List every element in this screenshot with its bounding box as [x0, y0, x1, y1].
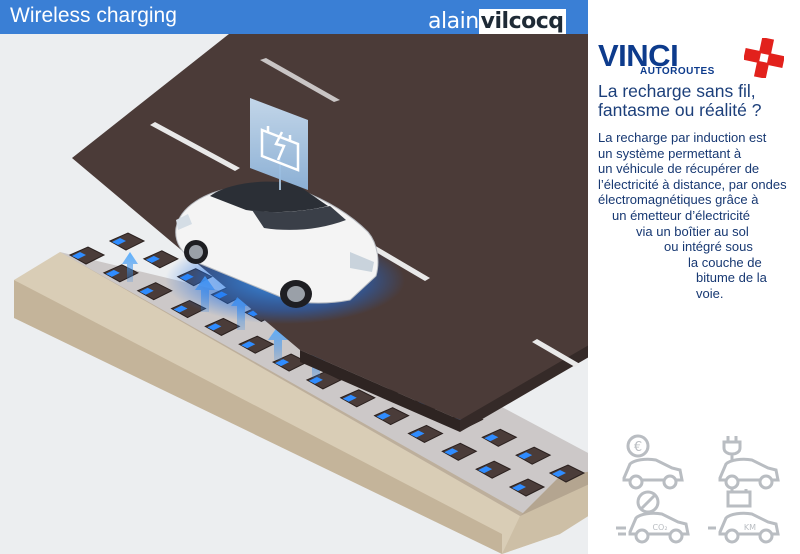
- body-line: électromagnétiques grâce à: [598, 192, 759, 208]
- charging-pad: [373, 407, 410, 426]
- charging-sign: [250, 98, 308, 190]
- electric-car: [175, 181, 379, 308]
- plug-car-icon: [718, 436, 780, 490]
- credit-name: vilcocq: [478, 9, 566, 34]
- co2-car-icon: CO₂: [616, 490, 690, 544]
- charging-pad: [339, 389, 376, 408]
- charging-pad: [515, 446, 552, 465]
- charging-pad: [238, 335, 275, 354]
- charging-pad: [548, 464, 586, 483]
- body-line: l’électricité à distance, par ondes: [598, 176, 787, 192]
- charging-pad: [475, 460, 512, 479]
- euro-car-icon: €: [622, 434, 684, 490]
- benefit-icons: € CO₂ KM: [616, 434, 780, 544]
- charging-pad: [136, 282, 173, 301]
- panel-body: La recharge par induction est un système…: [588, 130, 798, 302]
- body-line: un système permettant à: [598, 145, 742, 161]
- charging-pad: [508, 478, 546, 497]
- credit-prefix: alain: [428, 9, 479, 34]
- body-line: bitume de la: [696, 270, 767, 286]
- body-line: la couche de: [688, 254, 762, 270]
- logo-word: VINCI: [598, 38, 679, 73]
- charging-pad: [441, 442, 478, 461]
- body-line: un véhicule de récupérer de: [598, 161, 760, 177]
- page-title: Wireless charging: [10, 4, 177, 27]
- body-line: via un boîtier au sol: [636, 223, 749, 239]
- headline-line: La recharge sans fil,: [598, 81, 756, 101]
- body-line: ou intégré sous: [664, 239, 753, 255]
- charging-pad: [481, 428, 518, 447]
- body-line: voie.: [696, 285, 724, 301]
- body-line: un émetteur d’électricité: [612, 207, 751, 223]
- charging-pad: [142, 250, 179, 269]
- co2-label: CO₂: [652, 523, 667, 532]
- battery-km-car-icon: KM: [708, 489, 780, 544]
- charging-pad: [108, 232, 146, 251]
- body-line: La recharge par induction est: [598, 130, 767, 145]
- headline-line: fantasme ou réalité ?: [598, 100, 762, 120]
- charging-pad: [407, 424, 444, 444]
- panel-headline: La recharge sans fil, fantasme ou réalit…: [598, 82, 798, 120]
- wireless-charging-road-illustration: [14, 34, 590, 554]
- logo-subtitle: AUTOROUTES: [640, 66, 715, 77]
- energy-arrow: [122, 252, 138, 282]
- km-label: KM: [744, 523, 756, 532]
- euro-label: €: [634, 440, 642, 455]
- charging-pad: [68, 246, 106, 265]
- battery-charging-icon: [260, 126, 300, 172]
- info-panel: VINCI AUTOROUTES La recharge sans fil, f…: [588, 0, 800, 554]
- vinci-cross-icon: [744, 38, 784, 78]
- vinci-autoroutes-logo: VINCI AUTOROUTES: [598, 38, 788, 82]
